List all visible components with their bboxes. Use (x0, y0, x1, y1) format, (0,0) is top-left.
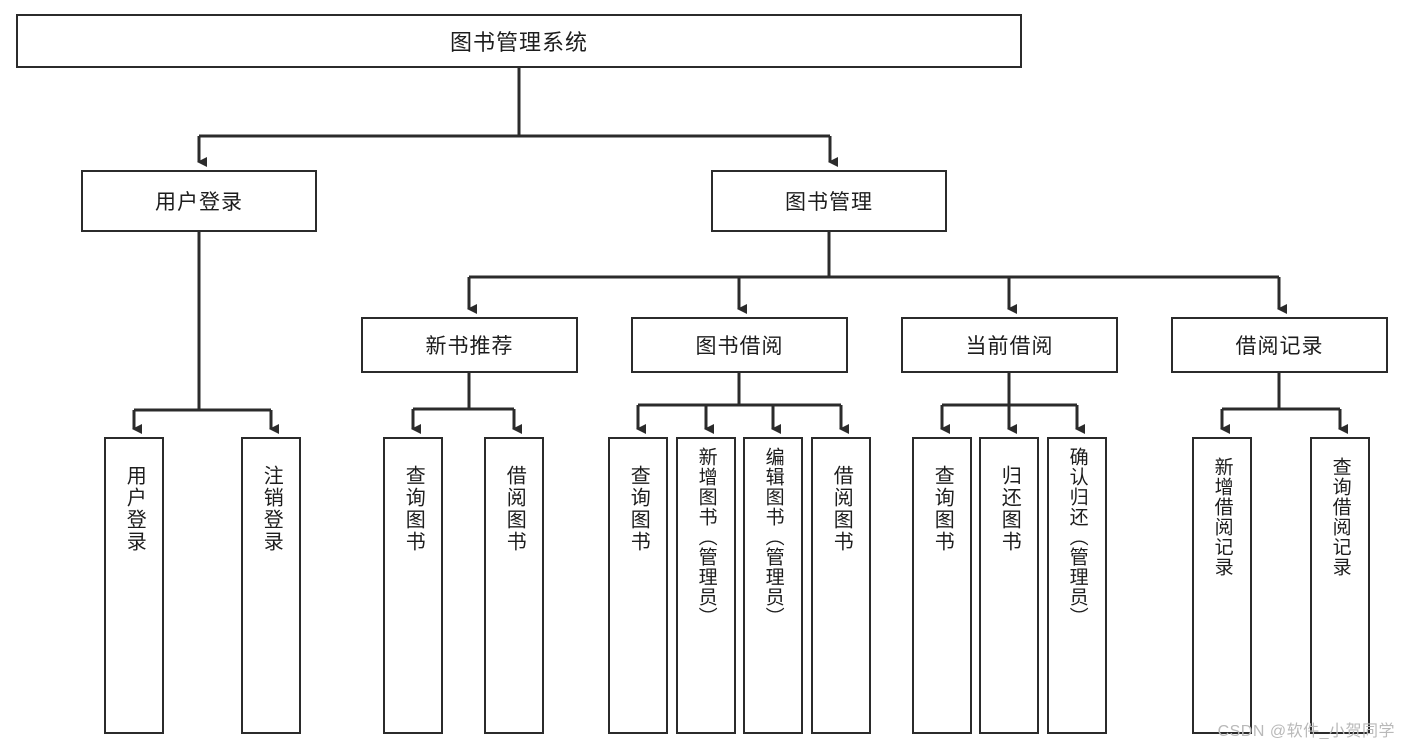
leaf-label: 用户登录 (123, 465, 146, 553)
leaf-label: 归还图书 (998, 465, 1021, 553)
leaf-label: 查询图书 (402, 465, 425, 553)
leaf-record-query-borrow-record[interactable]: 查询借阅记录 (1310, 437, 1370, 734)
node-label: 当前借阅 (965, 335, 1054, 358)
node-label: 新书推荐 (425, 335, 514, 358)
leaf-label: 查询图书 (931, 465, 954, 553)
node-label: 借阅记录 (1235, 335, 1324, 358)
node-root-system[interactable]: 图书管理系统 (16, 14, 1022, 68)
leaf-record-add-borrow-record[interactable]: 新增借阅记录 (1192, 437, 1252, 734)
leaf-current-query-book[interactable]: 查询图书 (912, 437, 972, 734)
leaf-label: 借阅图书 (503, 465, 526, 553)
leaf-user-login[interactable]: 用户登录 (104, 437, 164, 734)
leaf-borrow-add-book-admin[interactable]: 新增图书（管理员） (676, 437, 736, 734)
node-current-borrow[interactable]: 当前借阅 (901, 317, 1118, 373)
leaf-current-confirm-return-admin[interactable]: 确认归还（管理员） (1047, 437, 1107, 734)
node-book-management[interactable]: 图书管理 (711, 170, 947, 232)
watermark-text: CSDN @软件_小贺同学 (1217, 723, 1395, 740)
leaf-label: 新增借阅记录 (1211, 457, 1233, 577)
node-label: 图书管理系统 (449, 30, 588, 55)
leaf-current-return-book[interactable]: 归还图书 (979, 437, 1039, 734)
leaf-borrow-query-book[interactable]: 查询图书 (608, 437, 668, 734)
leaf-label: 借阅图书 (830, 465, 853, 553)
node-new-book-recommend[interactable]: 新书推荐 (361, 317, 578, 373)
leaf-label: 确认归还（管理员） (1066, 447, 1088, 627)
node-book-borrow[interactable]: 图书借阅 (631, 317, 848, 373)
leaf-recommend-borrow-book[interactable]: 借阅图书 (484, 437, 544, 734)
leaf-label: 查询借阅记录 (1329, 457, 1351, 577)
leaf-borrow-borrow-book[interactable]: 借阅图书 (811, 437, 871, 734)
leaf-borrow-edit-book-admin[interactable]: 编辑图书（管理员） (743, 437, 803, 734)
leaf-recommend-query-book[interactable]: 查询图书 (383, 437, 443, 734)
node-borrow-record[interactable]: 借阅记录 (1171, 317, 1388, 373)
leaf-label: 注销登录 (260, 465, 283, 553)
leaf-label: 查询图书 (627, 465, 650, 553)
node-label: 用户登录 (155, 191, 243, 214)
leaf-label: 编辑图书（管理员） (762, 447, 784, 627)
leaf-logout[interactable]: 注销登录 (241, 437, 301, 734)
node-user-login[interactable]: 用户登录 (81, 170, 317, 232)
leaf-label: 新增图书（管理员） (695, 447, 717, 627)
node-label: 图书管理 (785, 191, 873, 214)
node-label: 图书借阅 (695, 335, 784, 358)
